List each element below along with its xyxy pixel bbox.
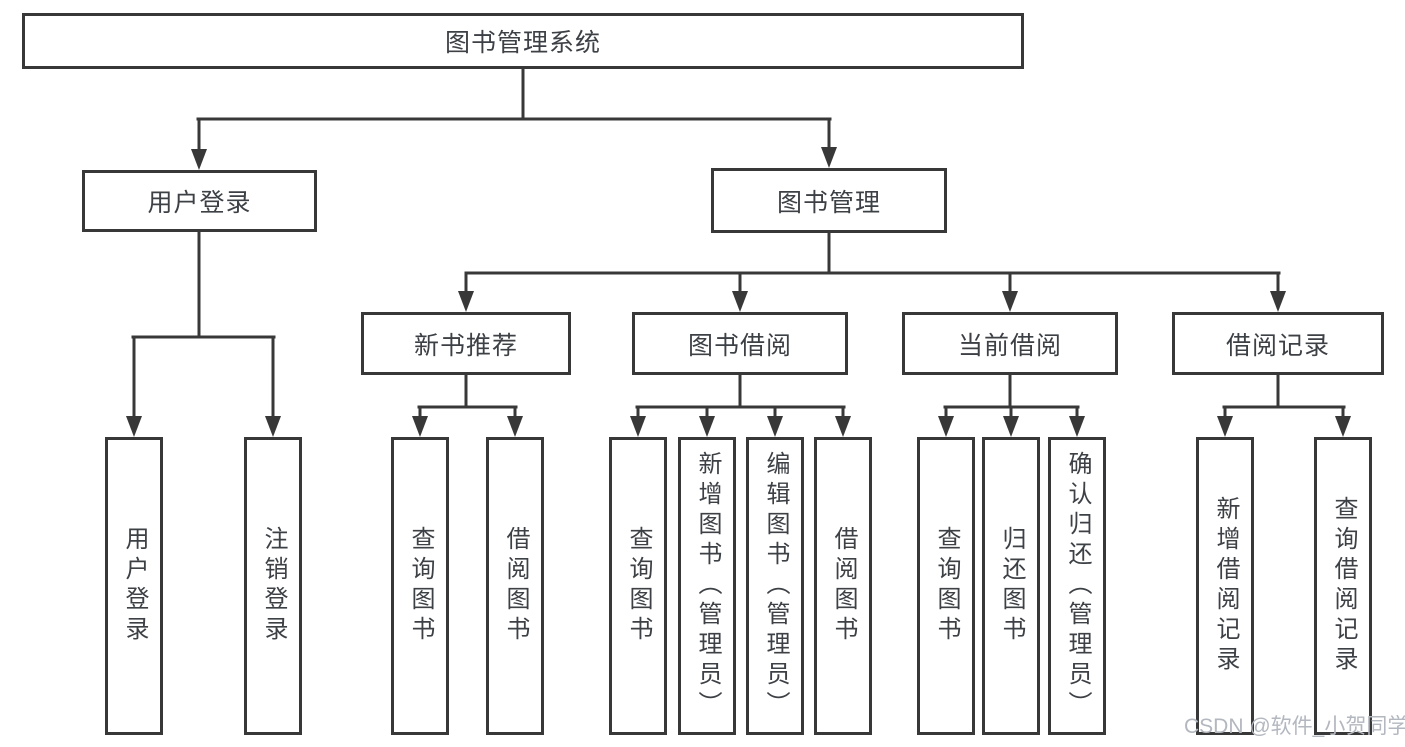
leaf-label: 新增图书（管理员） [694,451,721,721]
leaf-label: 归还图书 [998,526,1025,646]
node-user-login-group: 用户登录 [82,170,317,232]
node-leaf-add-books-admin: 新增图书（管理员） [678,437,736,735]
leaf-label: 用户登录 [121,526,148,646]
node-leaf-user-login: 用户登录 [105,437,163,735]
leaf-label: 查询图书 [625,526,652,646]
leaf-label: 编辑图书（管理员） [762,451,789,721]
node-leaf-return-books: 归还图书 [982,437,1040,735]
node-borrow-records: 借阅记录 [1172,312,1384,375]
node-leaf-query-books-3: 查询图书 [917,437,975,735]
csdn-watermark: CSDN @软件_小贺同学 [1184,715,1405,738]
node-leaf-query-borrow-record: 查询借阅记录 [1314,437,1372,735]
node-leaf-confirm-return-admin: 确认归还（管理员） [1048,437,1106,735]
node-current-borrow: 当前借阅 [902,312,1118,375]
node-leaf-logout: 注销登录 [244,437,302,735]
node-new-book-recommend: 新书推荐 [361,312,571,375]
leaf-label: 借阅图书 [830,526,857,646]
node-leaf-query-books-2: 查询图书 [609,437,667,735]
leaf-label: 新增借阅记录 [1212,496,1239,676]
node-leaf-borrow-books-1: 借阅图书 [486,437,544,735]
leaf-label: 注销登录 [260,526,287,646]
node-leaf-query-books-1: 查询图书 [391,437,449,735]
node-library-management-system: 图书管理系统 [22,13,1024,69]
node-leaf-edit-books-admin: 编辑图书（管理员） [746,437,804,735]
node-leaf-add-borrow-record: 新增借阅记录 [1196,437,1254,735]
leaf-label: 查询图书 [407,526,434,646]
leaf-label: 查询借阅记录 [1330,496,1357,676]
leaf-label: 查询图书 [933,526,960,646]
leaf-label: 确认归还（管理员） [1064,451,1091,721]
node-book-management: 图书管理 [711,168,947,233]
node-leaf-borrow-books-2: 借阅图书 [814,437,872,735]
leaf-label: 借阅图书 [502,526,529,646]
node-book-borrow: 图书借阅 [632,312,848,375]
